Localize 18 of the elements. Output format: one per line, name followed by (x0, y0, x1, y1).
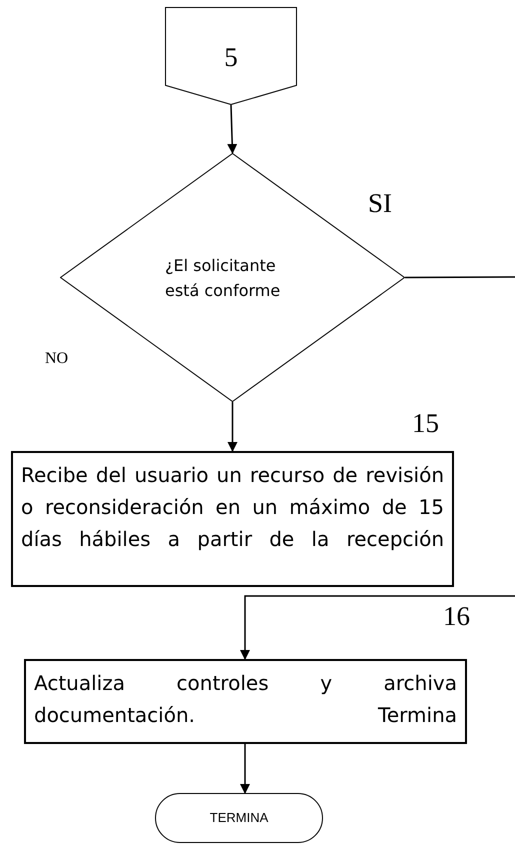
connector-line (405, 276, 515, 278)
step-number: 15 (412, 410, 439, 437)
arrow (240, 744, 250, 794)
process-box (11, 451, 454, 587)
node-text: Recibe del usuario un recurso de revisión o reconsideración en un máximo de 15 días hábiles a partir de la recepción (21, 462, 444, 553)
terminator (155, 793, 323, 843)
node-text: TERMINA (210, 809, 268, 828)
node-text: 5 (224, 41, 238, 74)
arrow (227, 104, 238, 154)
step-number: 16 (443, 603, 470, 630)
node-text: ¿El solicitante está conforme (165, 254, 282, 302)
arrow (228, 402, 238, 452)
offpage-connector (165, 7, 297, 105)
node-text: Actualiza controles y archiva documentación. Termina (34, 670, 457, 729)
branch-label: SI (368, 190, 392, 217)
process-box (24, 659, 467, 744)
branch-label: NO (45, 351, 68, 367)
arrow (240, 595, 515, 660)
